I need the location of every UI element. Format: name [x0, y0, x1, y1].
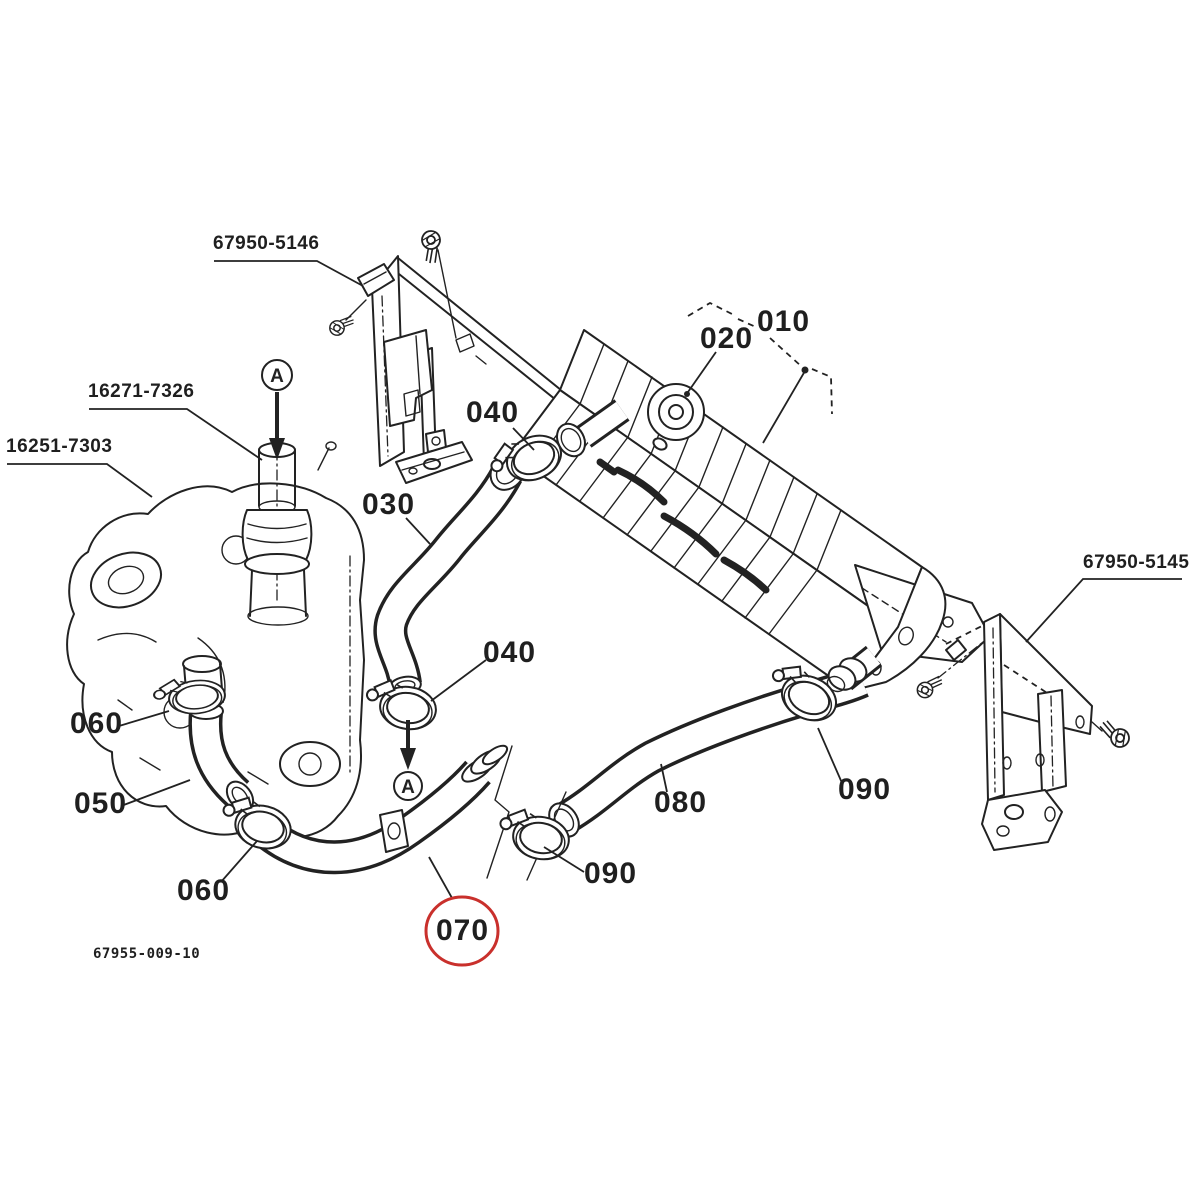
detail-marker-top: A [261, 359, 293, 460]
callout-020-radiator-cap: 020 [700, 322, 754, 355]
callout-010-radiator: 010 [757, 305, 811, 338]
radiator-drawing [511, 329, 991, 692]
detail-marker-bottom: A [393, 720, 423, 801]
callout-050-elbow-hose: 050 [74, 787, 128, 820]
engine-block-drawing [66, 482, 365, 839]
radiator-cap-drawing [647, 383, 705, 441]
callout-030-upper-hose: 030 [362, 488, 416, 521]
detail-marker-letter: A [401, 777, 415, 798]
callout-090-right: 090 [838, 773, 892, 806]
arrow-down-icon [269, 438, 285, 460]
label-filler-neck-part-number: 16271-7326 [88, 381, 195, 402]
highlight-circle [424, 895, 500, 967]
callout-070-lower-hose-highlighted: 070 [436, 914, 490, 947]
drawing-number: 67955-009-10 [93, 946, 201, 962]
leader-lines [7, 260, 1182, 899]
label-water-pump-part-number: 16251-7303 [6, 436, 113, 457]
break-line [486, 745, 513, 879]
radiator-outlet-drawing [826, 645, 883, 693]
callout-040-lower: 040 [483, 636, 537, 669]
callout-060-lower: 060 [177, 874, 231, 907]
detail-marker-letter: A [270, 366, 284, 387]
lower-hose-drawing [255, 744, 509, 875]
radiator-inlet-drawing [556, 399, 630, 458]
callout-080-right-hose: 080 [654, 786, 708, 819]
label-lower-bracket-part-number: 67950-5145 [1083, 552, 1190, 573]
arrow-down-icon [400, 748, 416, 770]
callout-040-upper: 040 [466, 396, 520, 429]
lower-bracket-drawing [913, 613, 1134, 851]
label-upper-bracket-part-number: 67950-5146 [213, 233, 320, 254]
callout-060-upper: 060 [70, 707, 124, 740]
upper-bracket-drawing [326, 228, 578, 484]
callout-090-left: 090 [584, 857, 638, 890]
